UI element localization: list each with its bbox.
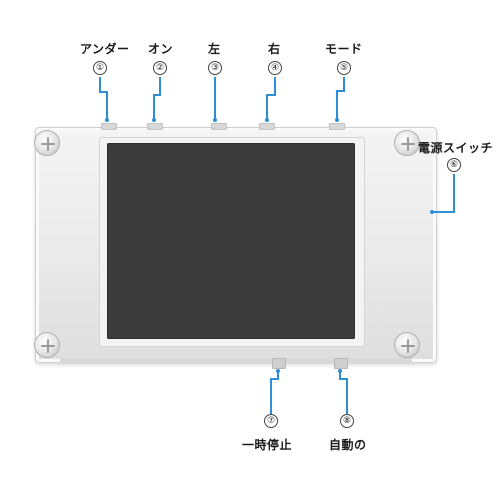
auto-button[interactable] — [334, 358, 348, 369]
leader-line — [266, 94, 268, 119]
callout-number-3: ③ — [208, 61, 222, 75]
leader-line — [336, 90, 345, 92]
callout-number-2: ② — [153, 61, 167, 75]
screw-icon — [394, 130, 420, 156]
callout-number-5: ⑤ — [337, 61, 351, 75]
callout-number-8: ⑧ — [340, 414, 354, 428]
label-right: 右 — [268, 42, 281, 56]
device-bottom-edge — [60, 358, 412, 364]
callout-number-7: ⑦ — [264, 414, 278, 428]
label-pause: 一時停止 — [242, 438, 293, 452]
under-button[interactable] — [101, 123, 117, 130]
leader-dot — [265, 118, 269, 122]
leader-dot — [335, 118, 339, 122]
leader-line — [339, 371, 341, 380]
callout-number-4: ④ — [268, 61, 282, 75]
leader-line — [99, 91, 108, 93]
leader-dot — [430, 210, 434, 214]
leader-line — [339, 378, 348, 380]
mode-button[interactable] — [329, 123, 345, 130]
right-button[interactable] — [259, 123, 275, 130]
pause-button[interactable] — [272, 358, 286, 369]
screw-icon — [34, 332, 60, 358]
label-on: オン — [148, 42, 174, 56]
leader-line — [153, 94, 161, 96]
on-button[interactable] — [147, 123, 163, 130]
leader-line — [214, 77, 216, 119]
screw-icon — [394, 332, 420, 358]
leader-line — [433, 211, 455, 213]
leader-dot — [105, 118, 109, 122]
leader-line — [106, 91, 108, 119]
leader-line — [274, 77, 276, 95]
leader-line — [153, 94, 155, 119]
callout-number-1: ① — [93, 61, 107, 75]
left-button[interactable] — [211, 123, 227, 130]
label-power-switch: 電源スイッチ — [418, 141, 494, 155]
lcd-screen — [107, 143, 355, 339]
leader-line — [159, 77, 161, 95]
label-under: アンダー — [80, 42, 130, 56]
label-auto: 自動の — [329, 438, 367, 452]
leader-line — [99, 77, 101, 93]
leader-line — [453, 174, 455, 213]
callout-number-6: ⑥ — [447, 158, 461, 172]
leader-line — [277, 371, 279, 380]
label-left: 左 — [208, 42, 221, 56]
leader-line — [336, 90, 338, 119]
leader-dot — [152, 118, 156, 122]
leader-line — [270, 378, 279, 380]
label-mode: モード — [325, 42, 363, 56]
leader-line — [343, 77, 345, 91]
leader-line — [266, 94, 276, 96]
leader-line — [270, 378, 272, 414]
screw-icon — [34, 130, 60, 156]
leader-dot — [213, 118, 217, 122]
leader-line — [346, 378, 348, 414]
